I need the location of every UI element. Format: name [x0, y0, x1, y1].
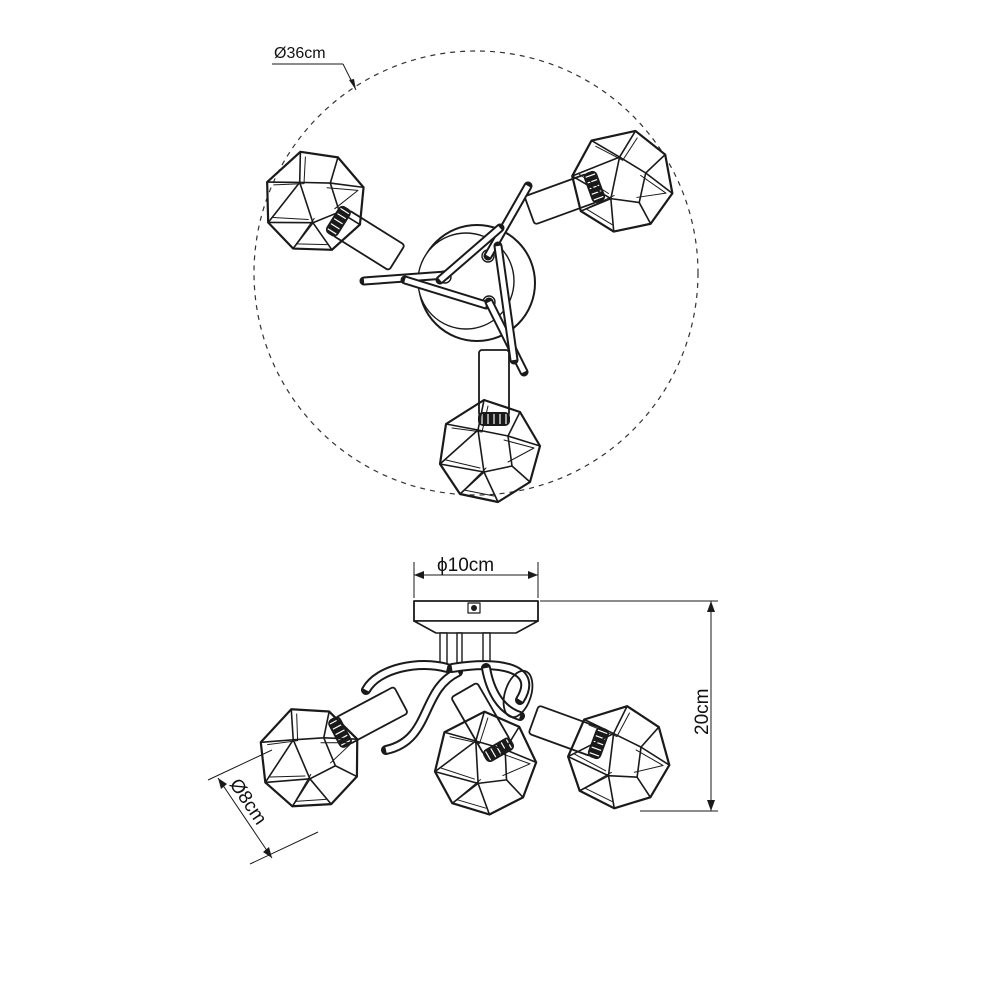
lamp-top-right [523, 114, 690, 248]
canopy-side [413, 600, 539, 674]
height-label: 20cm [692, 689, 713, 735]
lamp-side-right [527, 693, 683, 821]
shade-diameter-label: Ø8cm [225, 775, 271, 829]
height-dimension: 20cm [540, 600, 718, 812]
top-view: Ø36cm [253, 45, 699, 504]
arms-top [359, 181, 533, 377]
diameter-36-leader: Ø36cm [272, 45, 357, 91]
diameter-36-label: Ø36cm [274, 45, 326, 62]
lamp-top-left [255, 140, 407, 273]
base-diameter-dimension: ϕ10cm [413, 555, 539, 598]
side-view: ϕ10cm 20cm [207, 555, 718, 865]
canopy-top [417, 224, 536, 342]
base-diameter-label: ϕ10cm [437, 555, 494, 576]
diameter-circle-dashed [253, 50, 699, 496]
arms-side [361, 660, 534, 755]
